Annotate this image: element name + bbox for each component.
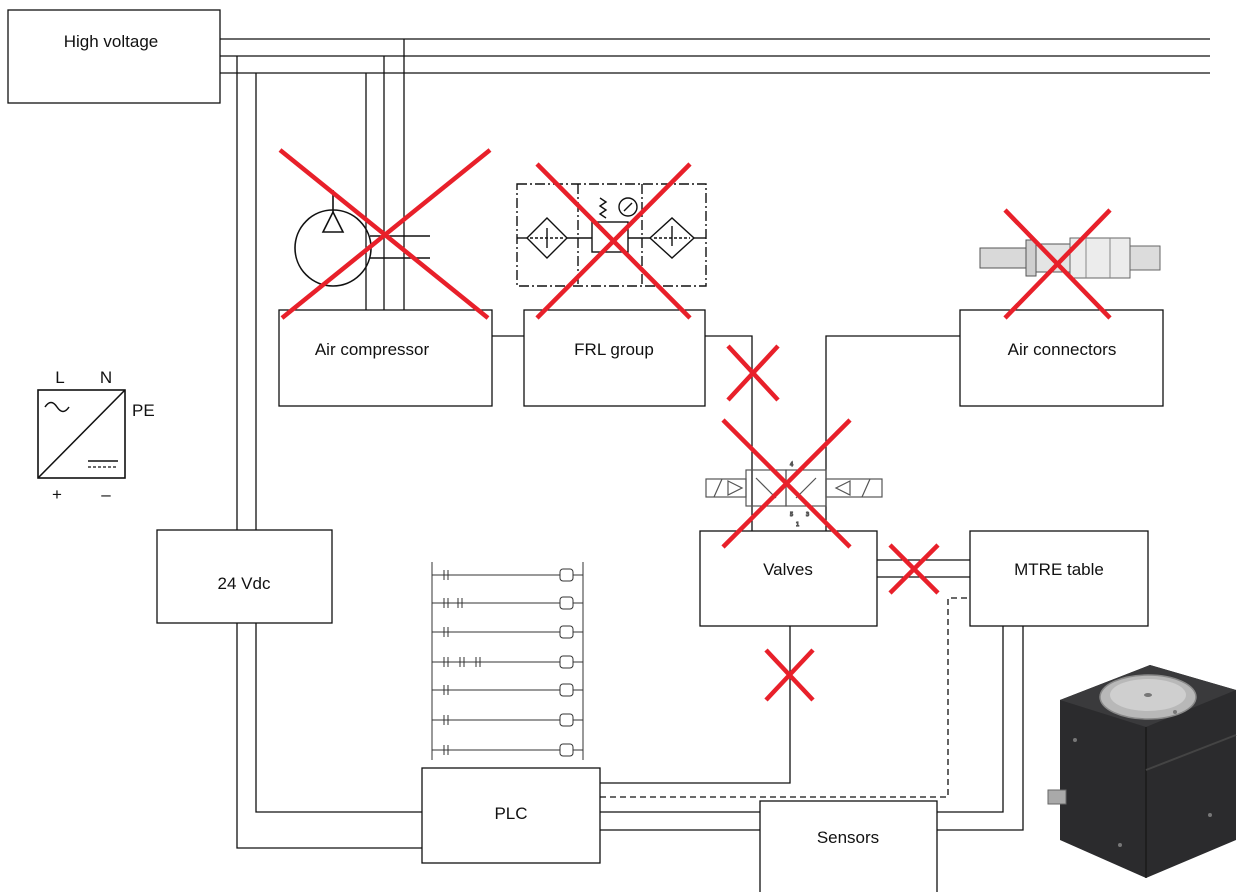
- svg-text:24 Vdc: 24 Vdc: [218, 574, 271, 593]
- cross-valve: [721, 418, 852, 549]
- cross-frl-valve-link: [726, 344, 780, 402]
- valve-symbol: 4 5 3 1: [705, 461, 883, 529]
- air-connector-picture: [979, 237, 1161, 279]
- mtre-table-picture: [1047, 665, 1237, 878]
- psu-label-n: N: [100, 368, 112, 387]
- cross-air-connector: [1003, 208, 1112, 320]
- block-24vdc: 24 Vdc: [156, 529, 333, 624]
- ladder-rung: [432, 683, 583, 697]
- psu-label-pe: PE: [132, 401, 155, 420]
- svg-text:High voltage: High voltage: [64, 32, 159, 51]
- block-valves: Valves: [699, 530, 878, 627]
- svg-text:MTRE table: MTRE table: [1014, 560, 1104, 579]
- cross-compressor: [278, 148, 492, 320]
- psu-label-l: L: [55, 368, 64, 387]
- block-plc: PLC: [421, 767, 601, 864]
- sensor-dashed-link: [600, 597, 970, 798]
- plc-ladder-diagram: [431, 562, 584, 760]
- block-air-compressor: Air compressor: [278, 309, 493, 407]
- red-crosses: [278, 148, 1112, 702]
- ladder-rung: [432, 625, 583, 639]
- block-mtre-table: MTRE table: [969, 530, 1149, 627]
- psu-symbol: L N PE + –: [37, 368, 155, 504]
- psu-label-plus: +: [52, 485, 62, 504]
- svg-text:1: 1: [796, 522, 799, 528]
- ladder-rung: [432, 596, 583, 610]
- svg-text:FRL group: FRL group: [574, 340, 654, 359]
- svg-text:Valves: Valves: [763, 560, 813, 579]
- cross-valve-plc-link: [764, 648, 815, 702]
- ladder-rung: [432, 568, 583, 582]
- block-frl-group: FRL group: [523, 309, 706, 407]
- svg-text:4: 4: [790, 462, 793, 468]
- ladder-rung: [432, 655, 583, 669]
- svg-text:Air connectors: Air connectors: [1008, 340, 1117, 359]
- cross-valve-mtre-link: [888, 543, 940, 595]
- ladder-rung: [432, 713, 583, 727]
- block-high-voltage: High voltage: [7, 9, 221, 104]
- svg-text:5: 5: [790, 512, 793, 518]
- ladder-rung: [432, 743, 583, 757]
- compressor-symbol: [294, 190, 430, 287]
- svg-text:Sensors: Sensors: [817, 828, 879, 847]
- svg-text:PLC: PLC: [494, 804, 527, 823]
- block-air-connectors: Air connectors: [959, 309, 1164, 407]
- cross-frl: [535, 162, 692, 320]
- frl-symbol: [516, 183, 707, 287]
- svg-text:Air compressor: Air compressor: [315, 340, 430, 359]
- psu-label-minus: –: [101, 485, 111, 504]
- svg-text:3: 3: [806, 512, 809, 518]
- block-sensors: Sensors: [759, 800, 938, 892]
